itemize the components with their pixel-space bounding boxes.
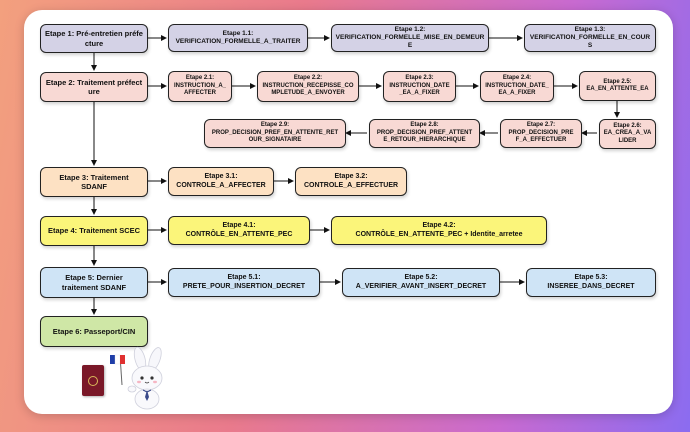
step-6: Etape 6: Passeport/CIN: [40, 316, 148, 347]
step-2-4: Etape 2.4: INSTRUCTION_DATE_ EA_A_FIXER: [480, 71, 554, 102]
step-5-3: Etape 5.3: INSEREE_DANS_DECRET: [526, 268, 656, 297]
passport-icon: [82, 365, 104, 396]
step-2-8: Etape 2.8: PROP_DECISION_PREF_ATTENT E_R…: [369, 119, 480, 148]
bunny-mascot-icon: [110, 346, 163, 410]
step-2-9: Etape 2.9: PROP_DECISION_PREF_EN_ATTENTE…: [204, 119, 346, 148]
step-1-2: Etape 1.2: VERIFICATION_FORMELLE_MISE_EN…: [331, 24, 489, 52]
step-4-2: Etape 4.2: CONTRÔLE_EN_ATTENTE_PEC + Ide…: [331, 216, 547, 245]
step-5: Etape 5: Dernier traitement SDANF: [40, 267, 148, 298]
step-2-2: Etape 2.2: INSTRUCTION_RECEPISSE_CO MPLE…: [257, 71, 359, 102]
step-2-6: Etape 2.6: EA_CREA_A_VA LIDER: [599, 119, 656, 149]
step-3-1: Etape 3.1: CONTROLE_A_AFFECTER: [168, 167, 274, 196]
step-2-1: Etape 2.1: INSTRUCTION_A_ AFFECTER: [168, 71, 232, 102]
step-2: Etape 2: Traitement préfecture: [40, 72, 148, 102]
step-4: Etape 4: Traitement SCEC: [40, 216, 148, 246]
step-2-7: Etape 2.7: PROP_DECISION_PRE F_A_EFFECTU…: [500, 119, 582, 148]
step-1-1: Etape 1.1: VERIFICATION_FORMELLE_A_TRAIT…: [168, 24, 308, 52]
step-5-1: Etape 5.1: PRETE_POUR_INSERTION_DECRET: [168, 268, 320, 297]
step-1: Etape 1: Pré-entretien préfecture: [40, 24, 148, 53]
step-3-2: Etape 3.2: CONTROLE_A_EFFECTUER: [295, 167, 407, 196]
step-2-3: Etape 2.3: INSTRUCTION_DATE _EA_A_FIXER: [383, 71, 456, 102]
step-2-5: Etape 2.5: EA_EN_ATTENTE_EA: [579, 71, 656, 101]
step-1-3: Etape 1.3: VERIFICATION_FORMELLE_EN_COUR…: [524, 24, 656, 52]
step-3: Etape 3: Traitement SDANF: [40, 167, 148, 197]
step-4-1: Etape 4.1: CONTRÔLE_EN_ATTENTE_PEC: [168, 216, 310, 245]
step-5-2: Etape 5.2: A_VERIFIER_AVANT_INSERT_DECRE…: [342, 268, 500, 297]
